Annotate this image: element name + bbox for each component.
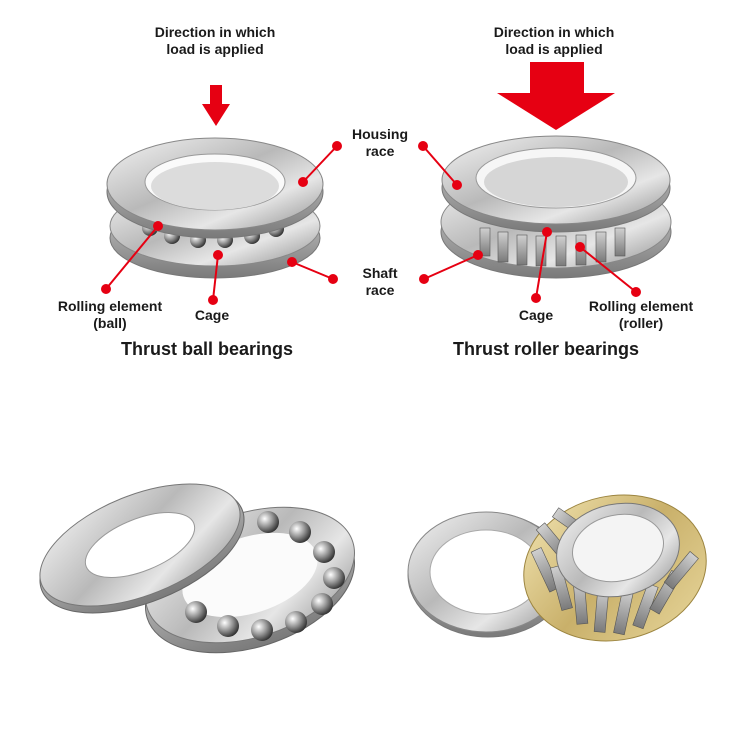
rolling-element-line1: Rolling element <box>57 298 163 314</box>
thrust-ball-bearing-photo <box>39 483 355 654</box>
load-label-line1: Direction in which <box>493 24 615 40</box>
shaft-race-line1: Shaft <box>362 265 398 281</box>
load-label-line1: Direction in which <box>154 24 276 40</box>
load-label-line2: load is applied <box>505 41 603 57</box>
rolling-element-roller-label: Rolling element (roller) <box>576 298 706 332</box>
housing-race-line2: race <box>365 143 395 159</box>
leader-lines <box>101 141 641 305</box>
thrust-roller-bearings-title: Thrust roller bearings <box>453 339 640 359</box>
rolling-element-line2: (ball) <box>93 315 127 331</box>
shaft-race-label: Shaft race <box>340 265 420 299</box>
rolling-element-line2: (roller) <box>618 315 664 331</box>
rolling-element-ball-label: Rolling element (ball) <box>45 298 175 332</box>
load-label-line2: load is applied <box>166 41 264 57</box>
thrust-ball-bearings-title: Thrust ball bearings <box>121 339 294 359</box>
load-direction-label-left: Direction in which load is applied <box>140 24 290 58</box>
load-arrow-right <box>497 62 615 130</box>
photo-balls <box>185 511 345 641</box>
thrust-ball-bearing-drawing <box>106 137 324 279</box>
cage-label-left: Cage <box>194 307 230 323</box>
rolling-element-line1: Rolling element <box>588 298 694 314</box>
thrust-roller-bearing-photo <box>407 494 707 642</box>
cage-label-right: Cage <box>518 307 554 323</box>
thrust-roller-bearing-drawing <box>440 135 672 279</box>
load-direction-label-right: Direction in which load is applied <box>479 24 629 58</box>
load-arrow-left <box>202 85 230 126</box>
housing-race-line1: Housing <box>352 126 408 142</box>
shaft-race-line2: race <box>365 282 395 298</box>
housing-race-label: Housing race <box>340 126 420 160</box>
